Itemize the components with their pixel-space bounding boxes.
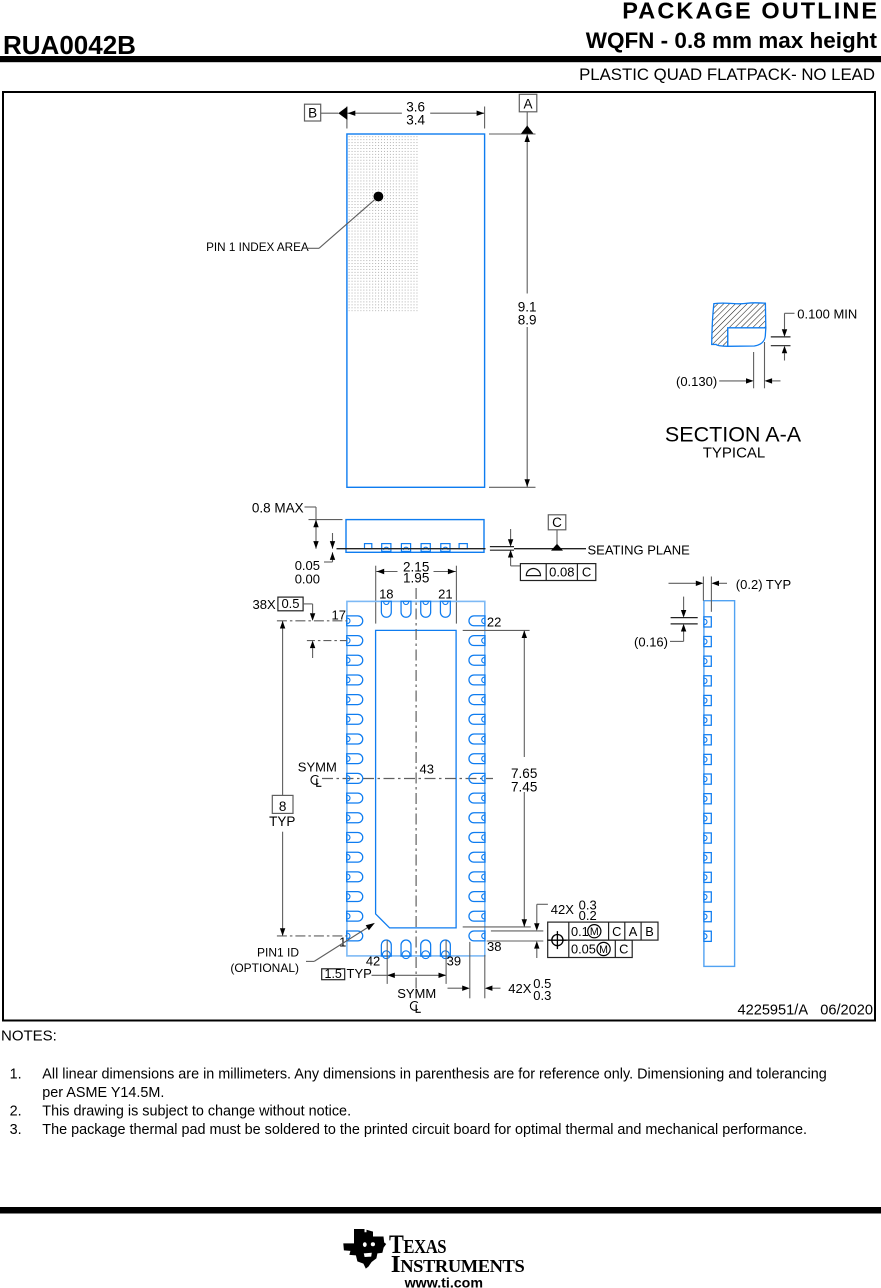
svg-text:0.1: 0.1	[571, 924, 589, 939]
svg-text:7.65: 7.65	[511, 766, 537, 781]
svg-text:(0.130): (0.130)	[676, 374, 717, 389]
svg-text:0.8 MAX: 0.8 MAX	[252, 501, 304, 516]
svg-text:0.5: 0.5	[533, 976, 551, 991]
svg-text:42: 42	[366, 953, 380, 968]
svg-text:38: 38	[487, 939, 501, 954]
svg-text:SYMM: SYMM	[397, 986, 436, 1001]
svg-text:4225951/A 06/2020: 4225951/A 06/2020	[737, 1003, 873, 1019]
svg-text:SEATING PLANE: SEATING PLANE	[588, 542, 691, 557]
svg-text:(0.16): (0.16)	[634, 634, 668, 649]
svg-text:www.ti.com: www.ti.com	[404, 1275, 483, 1288]
svg-text:7.45: 7.45	[511, 780, 537, 795]
svg-text:C: C	[619, 942, 628, 957]
svg-text:PIN 1 INDEX AREA: PIN 1 INDEX AREA	[206, 241, 309, 254]
svg-text:The package thermal pad must b: The package thermal pad must be soldered…	[42, 1122, 807, 1138]
svg-text:0.3: 0.3	[579, 897, 597, 912]
svg-text:1.95: 1.95	[403, 571, 429, 586]
svg-text:2.15: 2.15	[403, 560, 429, 575]
svg-text:C: C	[552, 515, 562, 530]
svg-text:1.: 1.	[10, 1067, 22, 1083]
svg-text:0.08: 0.08	[549, 565, 574, 580]
svg-text:1.5: 1.5	[325, 967, 342, 981]
svg-text:42X: 42X	[551, 902, 574, 917]
svg-text:18: 18	[379, 586, 393, 601]
svg-text:M: M	[599, 944, 608, 956]
svg-text:A: A	[629, 924, 638, 939]
svg-text:M: M	[590, 926, 599, 938]
svg-text:TYPICAL: TYPICAL	[703, 445, 766, 462]
svg-text:9.1: 9.1	[518, 300, 537, 315]
svg-text:17: 17	[332, 607, 346, 622]
svg-text:3.4: 3.4	[406, 113, 425, 128]
svg-text:WQFN - 0.8 mm max height: WQFN - 0.8 mm max height	[586, 28, 878, 53]
svg-text:8: 8	[279, 799, 287, 814]
svg-text:0.5: 0.5	[281, 596, 299, 611]
svg-text:per ASME Y14.5M.: per ASME Y14.5M.	[42, 1085, 164, 1101]
svg-text:INSTRUMENTS: INSTRUMENTS	[391, 1251, 525, 1277]
svg-text:B: B	[645, 924, 654, 939]
svg-text:This drawing is subject to cha: This drawing is subject to change withou…	[42, 1104, 351, 1120]
svg-text:TYP: TYP	[347, 966, 372, 981]
svg-text:0.3: 0.3	[533, 988, 551, 1003]
svg-text:0.00: 0.00	[295, 571, 320, 586]
svg-text:PIN1 ID: PIN1 ID	[257, 946, 299, 960]
svg-text:3.: 3.	[10, 1122, 22, 1138]
svg-text:1: 1	[339, 934, 346, 949]
svg-text:22: 22	[487, 614, 501, 629]
svg-text:SYMM: SYMM	[298, 759, 337, 774]
svg-text:(0.2) TYP: (0.2) TYP	[736, 577, 791, 592]
svg-text:3.6: 3.6	[406, 99, 425, 114]
svg-text:42X: 42X	[508, 981, 531, 996]
svg-text:(OPTIONAL): (OPTIONAL)	[230, 961, 299, 975]
svg-text:38X: 38X	[253, 597, 276, 612]
svg-text:8.9: 8.9	[518, 313, 537, 328]
svg-text:PLASTIC QUAD FLATPACK- NO LEAD: PLASTIC QUAD FLATPACK- NO LEAD	[579, 65, 875, 84]
svg-text:0.100 MIN: 0.100 MIN	[797, 306, 857, 321]
svg-text:C: C	[582, 565, 591, 580]
svg-text:43: 43	[420, 761, 434, 776]
svg-text:0.2: 0.2	[579, 908, 597, 923]
svg-text:PACKAGE OUTLINE: PACKAGE OUTLINE	[622, 0, 879, 24]
svg-text:RUA0042B: RUA0042B	[3, 30, 136, 60]
svg-text:21: 21	[438, 586, 452, 601]
svg-text:SECTION A-A: SECTION A-A	[665, 422, 802, 446]
svg-text:NOTES:: NOTES:	[1, 1028, 57, 1045]
svg-text:A: A	[523, 96, 532, 111]
svg-text:TEXAS: TEXAS	[389, 1230, 446, 1259]
svg-text:0.05: 0.05	[295, 558, 320, 573]
svg-text:0.05: 0.05	[571, 942, 596, 957]
svg-text:2.: 2.	[10, 1104, 22, 1120]
svg-text:39: 39	[447, 953, 461, 968]
svg-text:TYP: TYP	[269, 814, 295, 829]
svg-text:All linear dimensions are in m: All linear dimensions are in millimeters…	[42, 1067, 826, 1083]
svg-text:B: B	[308, 106, 317, 121]
svg-text:C: C	[612, 924, 621, 939]
